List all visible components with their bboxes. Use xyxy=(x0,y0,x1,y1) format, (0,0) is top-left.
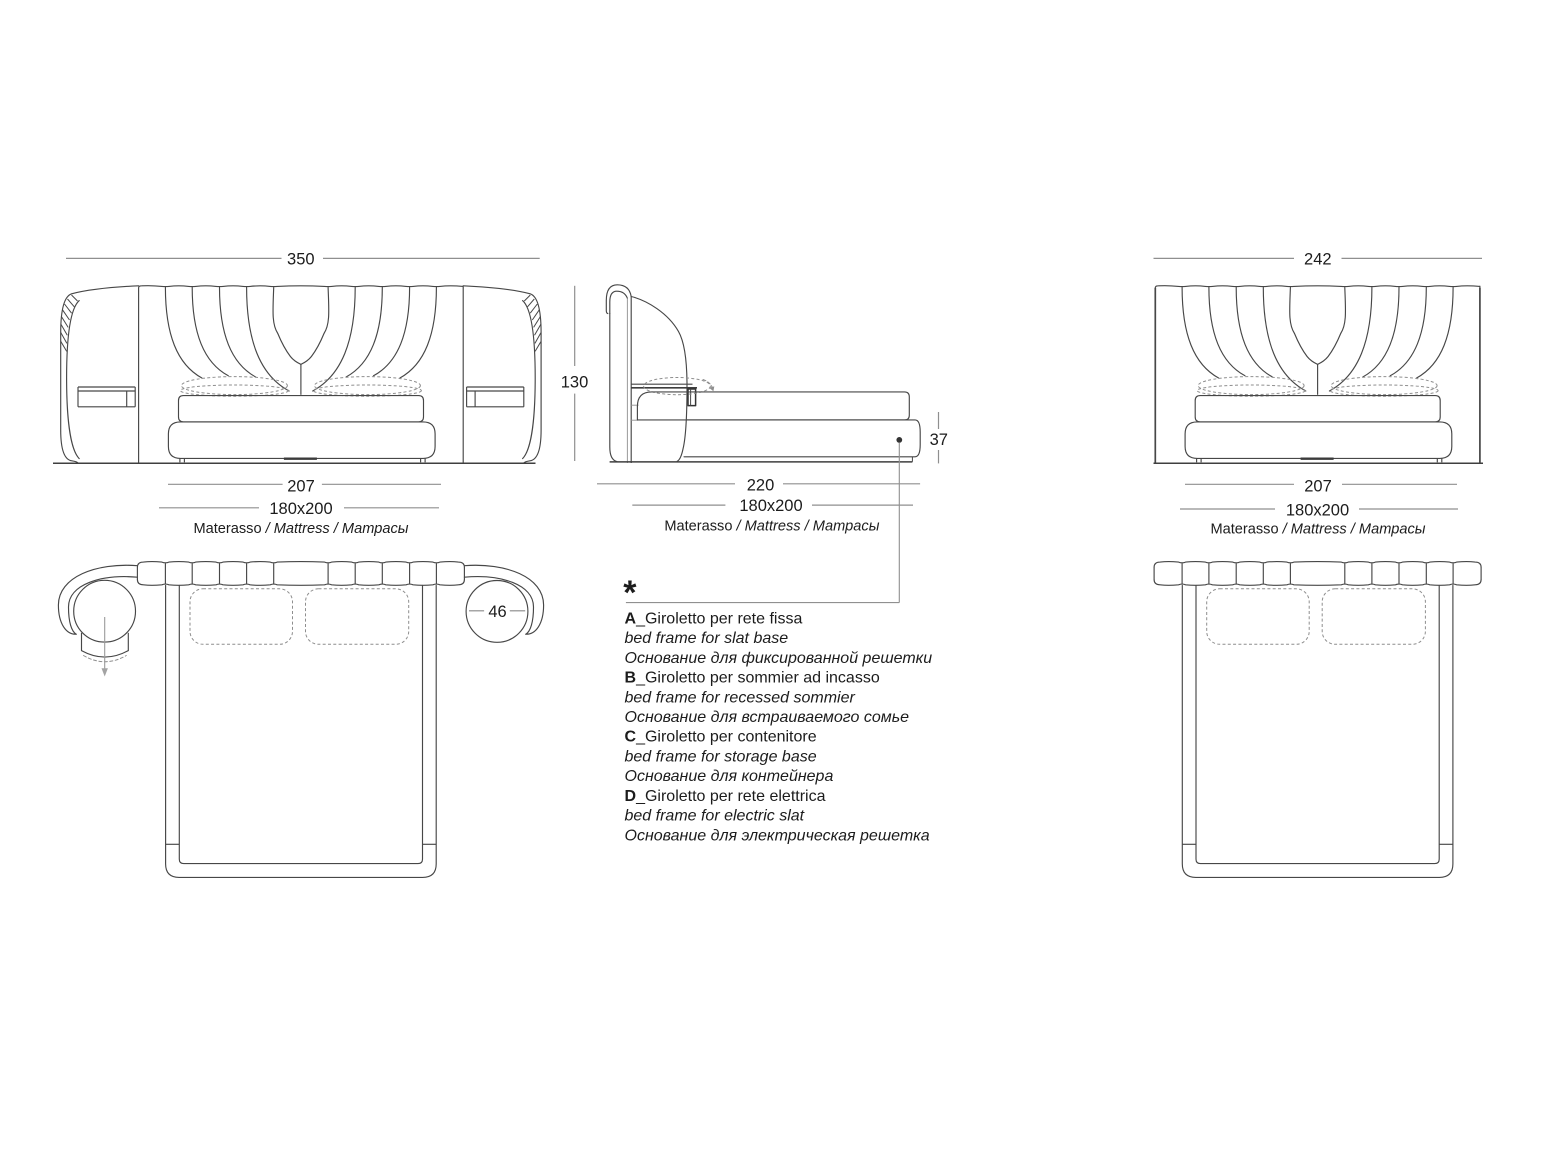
svg-text:A_Giroletto per rete fissa: A_Giroletto per rete fissa xyxy=(625,610,803,627)
svg-text:bed frame for storage base: bed frame for storage base xyxy=(625,748,817,765)
svg-text:242: 242 xyxy=(1304,250,1332,268)
svg-text:D_Giroletto per rete elettrica: D_Giroletto per rete elettrica xyxy=(625,788,826,805)
svg-text:207: 207 xyxy=(287,477,315,495)
svg-text:Materasso / Mattress / Матрасы: Materasso / Mattress / Матрасы xyxy=(664,518,879,534)
svg-text:Основание для контейнера: Основание для контейнера xyxy=(625,768,834,785)
svg-text:Основание для фиксированной ре: Основание для фиксированной решетки xyxy=(625,650,933,667)
svg-text:180x200: 180x200 xyxy=(269,500,332,518)
svg-text:180x200: 180x200 xyxy=(1286,501,1349,519)
svg-text:bed frame for electric slat: bed frame for electric slat xyxy=(625,808,805,825)
svg-text:Основание для встраиваемого со: Основание для встраиваемого сомье xyxy=(625,709,910,726)
svg-text:Основание для электрическая ре: Основание для электрическая решетка xyxy=(625,827,930,844)
svg-text:*: * xyxy=(623,574,637,612)
svg-text:180x200: 180x200 xyxy=(739,497,802,515)
svg-text:bed frame for recessed sommier: bed frame for recessed sommier xyxy=(625,689,856,706)
svg-text:B_Giroletto per sommier ad inc: B_Giroletto per sommier ad incasso xyxy=(625,670,880,687)
svg-text:130: 130 xyxy=(561,373,589,391)
svg-text:C_Giroletto per contenitore: C_Giroletto per contenitore xyxy=(625,729,817,746)
svg-text:bed frame for slat base: bed frame for slat base xyxy=(625,630,789,647)
svg-text:Materasso / Mattress / Матрасы: Materasso / Mattress / Матрасы xyxy=(193,521,408,537)
svg-text:207: 207 xyxy=(1304,477,1332,495)
svg-text:220: 220 xyxy=(747,477,775,495)
svg-text:350: 350 xyxy=(287,250,315,268)
svg-text:Materasso / Mattress / Матрасы: Materasso / Mattress / Матрасы xyxy=(1210,521,1425,537)
svg-text:37: 37 xyxy=(930,431,948,449)
svg-text:46: 46 xyxy=(488,603,506,621)
